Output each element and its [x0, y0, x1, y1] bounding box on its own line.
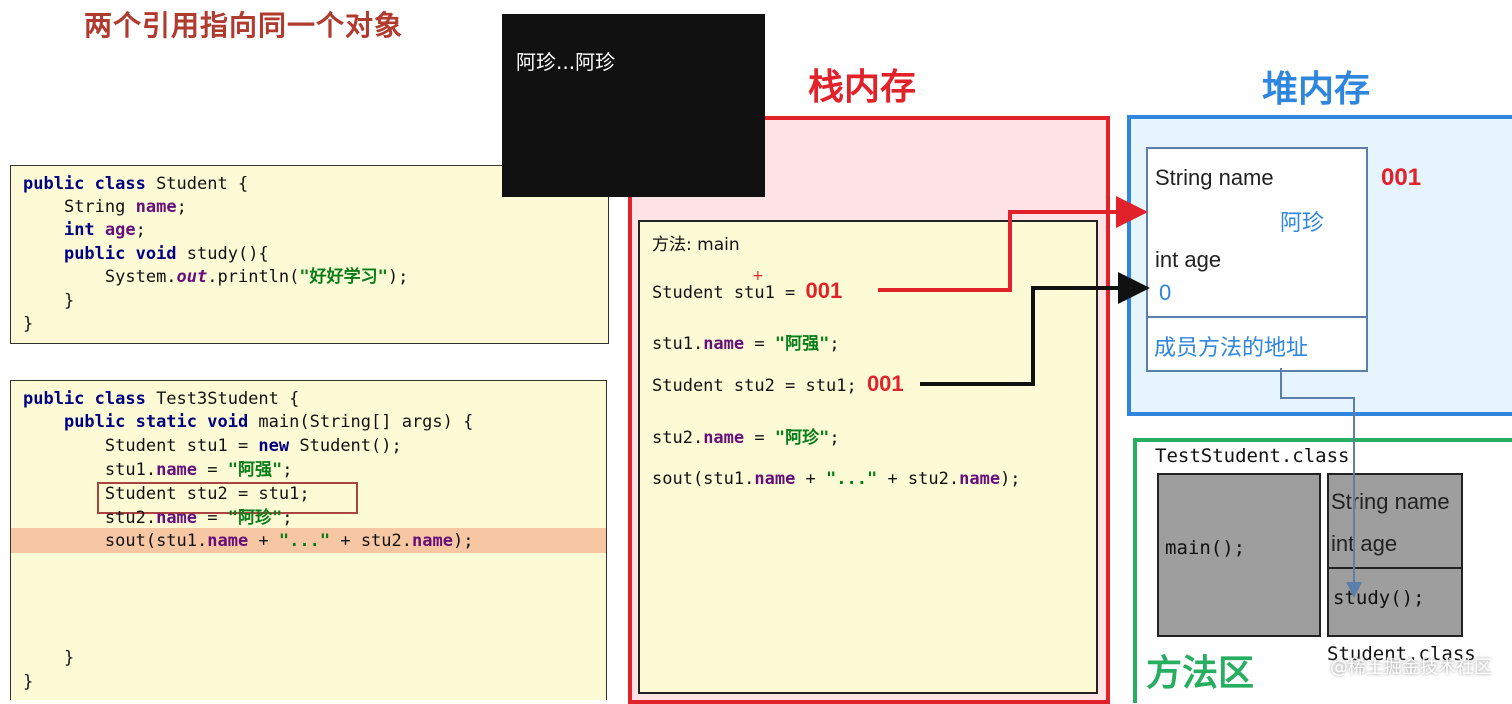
class-divider: [1329, 567, 1461, 569]
stack-line: Student stu2 = stu1; 001: [652, 371, 904, 396]
code-line: stu2.name = "阿珍";: [104, 508, 293, 528]
method-area-title: 方法区: [1146, 653, 1255, 694]
code-line: }: [23, 314, 34, 334]
console-output-panel: 阿珍...阿珍: [502, 14, 765, 197]
console-output-text: 阿珍...阿珍: [516, 50, 616, 74]
code-line: }: [63, 648, 75, 668]
code-line: stu1.name = "阿强";: [104, 460, 293, 480]
heap-address: 001: [1381, 164, 1422, 191]
stack-line: stu2.name = "阿珍";: [652, 428, 840, 448]
watermark: @稀土掘金技术社区: [1330, 657, 1492, 678]
stu1-reference-arrow: [878, 196, 1148, 292]
code-line: public class Test3Student {: [23, 389, 300, 409]
class-field-name: String name: [1331, 489, 1450, 514]
test-class-box: main();: [1157, 473, 1321, 637]
code-line: int age;: [63, 220, 146, 240]
stack-title: 栈内存: [808, 67, 917, 108]
method-address-arrow: [1280, 368, 1362, 598]
plus-icon: +: [752, 268, 764, 284]
code-line: System.out.println("好好学习");: [104, 267, 409, 287]
heap-method-address: 成员方法的地址: [1146, 316, 1368, 372]
code-line: }: [63, 291, 75, 311]
class-field-age: int age: [1331, 531, 1398, 556]
method-address-label: 成员方法的地址: [1154, 335, 1309, 360]
heap-field-age: int age: [1155, 247, 1222, 272]
code-line: public void study(){: [63, 244, 269, 264]
slide-title: 两个引用指向同一个对象: [84, 9, 404, 42]
code-line: }: [23, 672, 34, 692]
code-line: Student stu1 = new Student();: [104, 436, 402, 456]
code-line: sout(stu1.name + "..." + stu2.name);: [104, 531, 474, 551]
heap-object: String name 阿珍 int age 0: [1146, 147, 1368, 319]
main-stack-frame: 方法: main Student stu1 = 001 stu1.name = …: [638, 220, 1098, 694]
current-line-highlight: [11, 528, 606, 553]
student-class-label: Student.class: [1327, 643, 1476, 665]
code-line: String name;: [63, 197, 187, 217]
student-class-box: String name int age study();: [1327, 473, 1463, 637]
stack-line: Student stu1 = 001: [652, 278, 843, 303]
code-line: public class Student {: [23, 174, 249, 194]
heap-title: 堆内存: [1262, 69, 1371, 110]
main-method-label: main();: [1165, 537, 1246, 559]
test-class-code: public class Test3Student { public stati…: [10, 380, 607, 700]
heap-value-age: 0: [1159, 280, 1172, 305]
stu2-reference-arrow: [920, 272, 1150, 386]
highlight-box: [97, 482, 358, 514]
code-line: public static void main(String[] args) {: [63, 412, 474, 432]
code-line: Student stu2 = stu1;: [104, 484, 310, 504]
test-class-label: TestStudent.class: [1155, 445, 1350, 467]
heap-value-name: 阿珍: [1280, 210, 1325, 235]
heap-field-name: String name: [1155, 165, 1274, 190]
frame-label: 方法: main: [652, 235, 740, 255]
stack-line: sout(stu1.name + "..." + stu2.name);: [652, 469, 1021, 489]
stack-line: stu1.name = "阿强";: [652, 334, 840, 354]
